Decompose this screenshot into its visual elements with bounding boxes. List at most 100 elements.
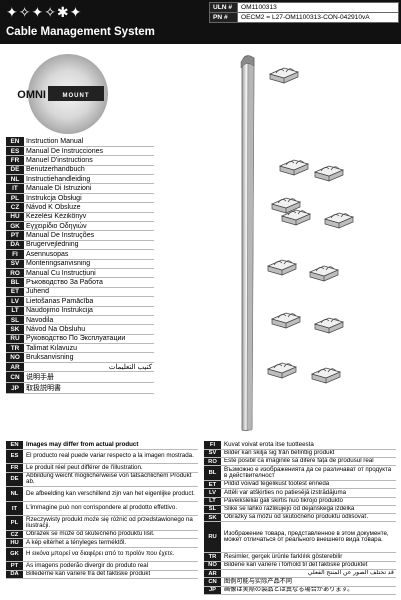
- language-code: SL: [204, 505, 221, 515]
- disclaimer-text: Resimler, gerçek ürünle farklılık göster…: [221, 552, 396, 562]
- manual-title: 取扱説明書: [24, 382, 154, 395]
- manual-title: Monteringsanvisning: [24, 259, 154, 269]
- language-code: SK: [6, 324, 24, 335]
- logo-left-text: OMNI: [17, 89, 46, 101]
- disclaimer-text: Paveikslėliai gali skirtis nuo tikrojo p…: [221, 497, 396, 506]
- cable-clip: [270, 312, 302, 329]
- raceway-end-cap: [240, 55, 255, 69]
- language-code: NO: [204, 561, 221, 571]
- language-code: PL: [6, 515, 23, 532]
- language-code: HU: [6, 212, 24, 223]
- disclaimer-text: El producto real puede variar respecto a…: [23, 449, 198, 465]
- language-code: JP: [6, 382, 24, 395]
- header-bar: ✦✧✦✧✱✦ Cable Management System ULN # OM1…: [0, 0, 401, 44]
- pn-label: PN #: [209, 12, 238, 23]
- language-code: RU: [204, 521, 221, 554]
- disclaimer-text: قد تختلف الصور عن المنتج الفعلي: [221, 569, 396, 579]
- manual-title: Ръководство За Работа: [24, 277, 154, 288]
- disclaimer-text: Kuvat voivat erota itse tuotteesta: [221, 441, 396, 450]
- language-code: DE: [6, 165, 24, 176]
- language-code: NO: [6, 352, 24, 363]
- language-code: LV: [6, 296, 24, 307]
- language-code: SK: [204, 513, 221, 523]
- manual-title: Εγχειρίδιο Οδηγιών: [24, 221, 154, 232]
- manual-title: Návod Na Obsluhu: [24, 324, 154, 335]
- cable-clip: [313, 165, 345, 182]
- language-code: AR: [204, 569, 221, 579]
- language-code: BL: [6, 277, 24, 288]
- language-code: SV: [6, 259, 24, 269]
- cable-clip: [323, 212, 355, 229]
- manual-title: Talimat Kılavuzu: [24, 343, 154, 354]
- manual-title: Kezelési Kézikönyv: [24, 212, 154, 223]
- language-code: SV: [204, 449, 221, 459]
- disclaimer-text: A kép eltérhet a tényleges terméktől.: [23, 538, 198, 548]
- brand-symbols: ✦✧✦✧✱✦: [6, 5, 83, 21]
- cable-raceway-illustration: [240, 55, 355, 432]
- language-code: DE: [6, 472, 23, 488]
- language-code: ET: [204, 480, 221, 490]
- uln-label: ULN #: [209, 2, 238, 13]
- language-code: CZ: [6, 202, 24, 213]
- language-code: LT: [204, 497, 221, 506]
- clip-group: [266, 67, 355, 384]
- language-code: DA: [6, 570, 23, 579]
- language-code: PT: [6, 561, 23, 571]
- disclaimer-text: 图例可能与实际产品不同: [221, 577, 396, 587]
- disclaimer-text: De afbeelding kan verschillend zijn van …: [23, 486, 198, 502]
- manual-title: Návod K Obsluze: [24, 202, 154, 213]
- disclaimer-text: As imagens poderão divergir do produto r…: [23, 561, 198, 571]
- cable-clip: [280, 209, 312, 226]
- manual-title: Instrukcja Obsługi: [24, 193, 154, 204]
- omnimount-logo: OMNI MOUNT: [17, 54, 108, 134]
- language-code: ET: [6, 287, 24, 298]
- manual-title: Instructiehandleiding: [24, 174, 154, 185]
- disclaimer-text: Rzeczywisty produkt może się różnić od p…: [23, 515, 198, 532]
- disclaimer-text: Images may differ from actual product: [23, 441, 198, 450]
- language-code: ES: [6, 146, 24, 157]
- language-code: NL: [6, 174, 24, 185]
- manual-title: Benutzerhandbuch: [24, 165, 154, 176]
- disclaimer-text: Attēli var atšķirties no patiesējā izstr…: [221, 488, 396, 498]
- disclaimer-text: Abbildung weicht möglicherweise von tats…: [23, 472, 198, 488]
- language-code: LV: [204, 488, 221, 498]
- disclaimer-text: Este posibil ca imaginile să difere față…: [221, 457, 396, 467]
- language-code: FI: [204, 441, 221, 450]
- disclaimer-text: Slike se lahko razlikujejo od dejanskega…: [221, 505, 396, 515]
- manual-title: Manual Cu Instrucțiuni: [24, 268, 154, 279]
- language-code: GK: [6, 221, 24, 232]
- manual-title: Руководство По Эксплуатации: [24, 334, 154, 345]
- cable-clip: [268, 67, 300, 84]
- manual-title: Bruksanvisning: [24, 352, 154, 363]
